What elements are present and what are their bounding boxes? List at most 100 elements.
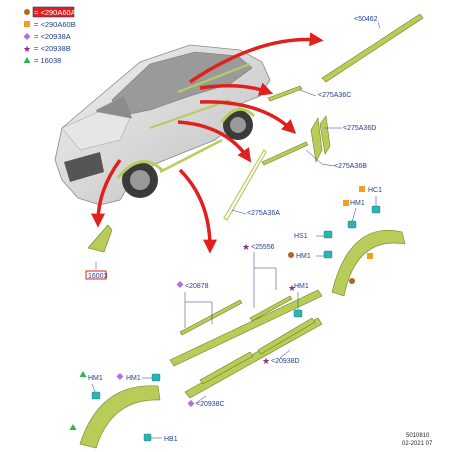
- leader-275A36C: [299, 89, 317, 97]
- part-sill-upper: [169, 289, 323, 367]
- callout-hm1-a: HM1: [350, 200, 365, 207]
- legend-triangle-marker: [23, 57, 31, 63]
- marker-square-hm1-a: [343, 200, 349, 206]
- car-trim-roof: [177, 62, 251, 94]
- legend-item-5: = 16038: [34, 56, 61, 65]
- part-20938C: [199, 351, 254, 385]
- arrow-to-275A36D: [199, 100, 297, 134]
- part-front-arch: [79, 385, 161, 449]
- legend-highlight-box: [32, 6, 75, 18]
- marker-square-hc1: [359, 186, 365, 192]
- clip-hb1: [143, 433, 152, 442]
- marker-diamond-hm1-d: [116, 373, 124, 380]
- part-markers: ★ ★ ★: [69, 186, 373, 430]
- arrow-to-275A36C: [199, 82, 274, 96]
- leader-lines: [91, 21, 381, 439]
- marker-star-20938D: ★: [262, 357, 270, 367]
- legend-star-marker: ★: [23, 45, 31, 55]
- leader-50462: [377, 21, 381, 29]
- callout-20938C: <20938C: [196, 401, 225, 408]
- part-275A36D-a: [310, 117, 323, 163]
- footer-date: 02-2021 07: [402, 441, 433, 447]
- legend-item-1: = <290A60A: [34, 8, 76, 17]
- clip-hm1-c: [293, 309, 303, 318]
- callout-275A36C: <275A36C: [318, 92, 351, 99]
- callout-hs1: HS1: [294, 233, 308, 240]
- clip-hm1-a: [347, 220, 357, 229]
- clip-hs1: [323, 230, 333, 239]
- legend-item-3: = <20938A: [34, 32, 71, 41]
- car-trim-rear-arch: [220, 107, 256, 123]
- callout-20878: <20878: [185, 283, 209, 290]
- leader-275A36A: [231, 209, 247, 215]
- callout-50462: <50462: [354, 16, 378, 23]
- leader-20878: [184, 292, 213, 328]
- leader-275A36B: [305, 149, 335, 167]
- part-20878: [179, 299, 243, 336]
- car-trim-side: [149, 99, 231, 129]
- legend-item-2: = <290A60B: [34, 20, 76, 29]
- car-hood: [61, 111, 131, 151]
- trim-parts: [79, 13, 424, 449]
- callout-hm1-e: HM1: [88, 375, 103, 382]
- callout-hm1-d: HM1: [126, 375, 141, 382]
- marker-triangle-hm1-e: [79, 371, 87, 377]
- car-grille: [64, 152, 104, 182]
- clip-hm1-e: [91, 391, 101, 400]
- part-rear-arch: [331, 230, 406, 297]
- part-50462: [321, 13, 424, 83]
- callout-16003: 16003: [88, 273, 108, 280]
- leader-20938C: [195, 395, 207, 404]
- arrow-to-50462: [189, 32, 324, 84]
- part-275A36C: [267, 85, 303, 102]
- callout-hc1: HC1: [368, 187, 382, 194]
- car-trim-front-arch: [116, 160, 164, 179]
- footer: 5010810 02-2021 07: [402, 433, 433, 447]
- arrow-to-16003: [91, 158, 122, 228]
- callout-16003-box: [85, 270, 107, 280]
- leader-hm1-a: [351, 207, 357, 223]
- legend-circle-marker: [24, 9, 30, 15]
- callout-25556: <25556: [251, 244, 275, 251]
- legend-diamond-marker: [23, 33, 31, 40]
- legend-item-4: = <20938B: [34, 44, 71, 53]
- marker-diamond-20878: [176, 281, 184, 288]
- clip-hc1: [371, 205, 381, 214]
- arrow-to-lower: [178, 168, 217, 254]
- callout-275A36D: <275A36D: [343, 125, 376, 132]
- leader-20938D: [279, 349, 291, 359]
- front-wheel-rim: [130, 170, 150, 190]
- callout-labels: <50462 <275A36C <275A36D <275A36B <275A3…: [85, 16, 382, 443]
- clips: [91, 205, 381, 442]
- marker-square-arch: [367, 253, 373, 259]
- marker-star-hm1-c: ★: [288, 284, 296, 294]
- legend: = <290A60A = <290A60B = <20938A ★ = <209…: [23, 6, 76, 65]
- callout-hm1-b: HM1: [296, 253, 311, 260]
- indicator-arrows: [91, 32, 324, 254]
- marker-star-25556: ★: [242, 243, 250, 253]
- leader-25556: [253, 252, 277, 308]
- part-275A36B: [261, 141, 309, 166]
- marker-circle-hm1-b: [288, 252, 294, 258]
- part-16003: [87, 224, 113, 253]
- callout-hb1: HB1: [164, 436, 178, 443]
- rear-wheel-rim: [230, 117, 246, 133]
- legend-square-marker: [24, 21, 30, 27]
- callout-275A36B: <275A36B: [334, 163, 367, 170]
- part-25556: [249, 295, 293, 322]
- callout-hm1-c: HM1: [294, 283, 309, 290]
- marker-circle-arch: [349, 278, 355, 284]
- car-trim-sill: [159, 138, 223, 174]
- part-275A36D-b: [319, 115, 331, 155]
- arrow-to-275A36B: [177, 120, 252, 163]
- part-275A36A: [223, 149, 267, 221]
- clip-hm1-b: [323, 250, 333, 259]
- callout-275A36A: <275A36A: [247, 210, 280, 217]
- marker-triangle-front-arch: [69, 424, 77, 430]
- clip-hm1-d: [151, 373, 161, 382]
- car-windows: [111, 51, 253, 117]
- car-illustration: [54, 44, 271, 206]
- footer-code: 5010810: [406, 433, 430, 439]
- callout-20938D: <20938D: [271, 358, 300, 365]
